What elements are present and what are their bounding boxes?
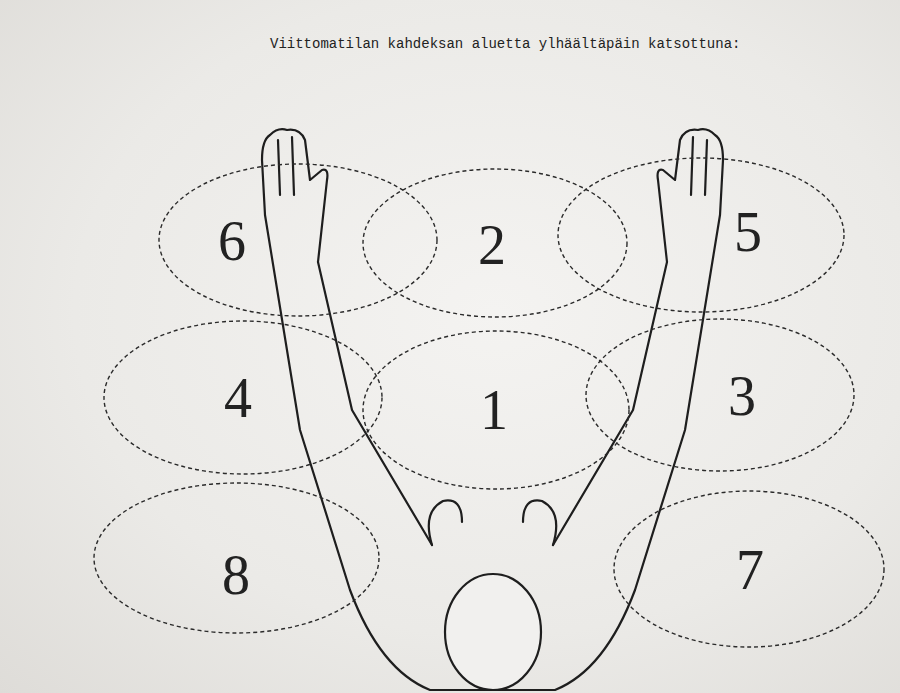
region-number: 8 [222, 547, 250, 603]
region-ellipse: 5 [557, 157, 845, 313]
diagram-title: Viittomatilan kahdeksan aluetta ylhäältä… [270, 36, 740, 52]
region-ellipse: 1 [362, 330, 630, 490]
region-ellipse: 8 [93, 482, 380, 634]
region-number: 6 [218, 213, 246, 269]
region-ellipse: 7 [613, 490, 885, 648]
region-number: 5 [734, 204, 762, 260]
right-shoulder [523, 500, 556, 545]
dashed-outline [557, 157, 845, 313]
left-inner-arm [318, 262, 432, 545]
right-hand [658, 129, 723, 262]
region-ellipse: 6 [158, 163, 438, 317]
right-fingers [691, 137, 707, 195]
region-ellipse: 3 [585, 318, 855, 472]
region-ellipse: 4 [103, 320, 383, 475]
region-number: 1 [480, 382, 508, 438]
right-inner-arm [553, 262, 667, 545]
region-number: 4 [224, 370, 252, 426]
dashed-outline [158, 163, 438, 317]
region-number: 2 [478, 217, 506, 273]
left-hand [262, 129, 327, 262]
head [445, 574, 541, 690]
left-fingers [278, 137, 294, 195]
dashed-outline [585, 318, 855, 472]
body-outline [265, 215, 720, 690]
region-number: 7 [736, 542, 764, 598]
region-number: 3 [728, 368, 756, 424]
left-shoulder [429, 500, 462, 545]
region-ellipse: 2 [362, 168, 628, 318]
